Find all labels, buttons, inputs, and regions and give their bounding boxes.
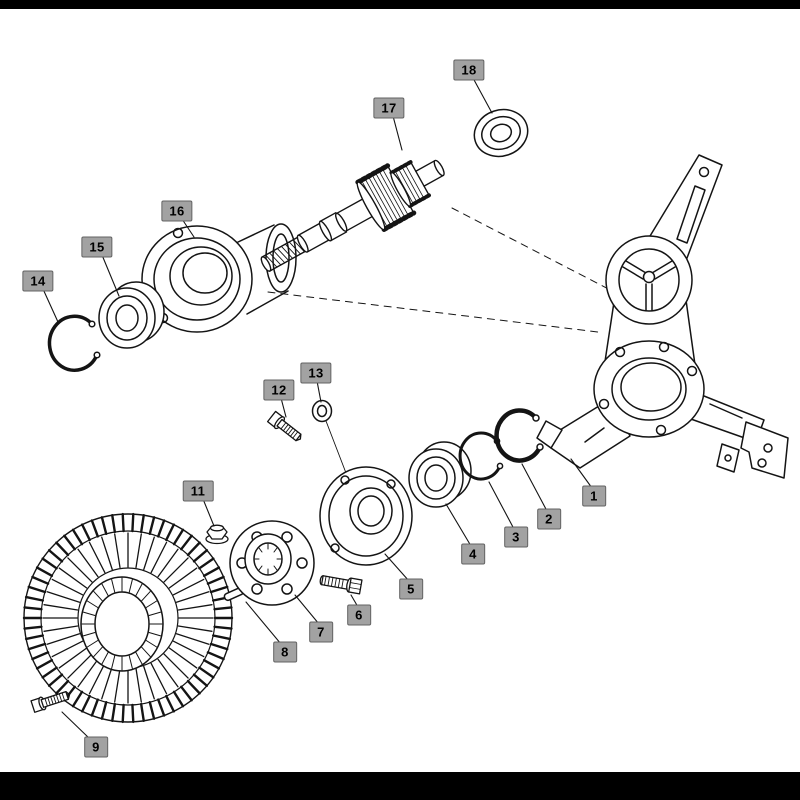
part-label-1: 1	[582, 485, 606, 507]
leader-line-7	[294, 594, 320, 625]
part-label-2: 2	[537, 508, 561, 530]
part-label-13: 13	[300, 362, 332, 384]
snap-ring-part-2	[494, 408, 544, 463]
gear-spokes	[42, 532, 214, 704]
nut-part-11	[205, 524, 229, 545]
gear-shaft-part-17	[260, 159, 445, 272]
leader-line-18	[472, 77, 493, 114]
snap-ring-part-14	[47, 314, 101, 373]
leader-line-17	[392, 115, 403, 151]
leader-line-2	[521, 463, 548, 512]
housing-part-16	[141, 223, 297, 333]
leader-lines	[42, 77, 593, 740]
leader-line-13	[316, 380, 322, 403]
part-label-7: 7	[309, 621, 333, 643]
projection-dashed-lines	[267, 207, 623, 333]
part-label-8: 8	[273, 641, 297, 663]
leader-line-11	[202, 498, 215, 527]
bolt-part-9	[30, 690, 71, 713]
part-label-14: 14	[22, 270, 54, 292]
part-label-6: 6	[347, 604, 371, 626]
leader-line-9	[61, 711, 91, 740]
spline-hatch	[265, 239, 305, 268]
leader-line-8	[245, 601, 282, 645]
leader-line-14	[42, 288, 59, 323]
bearing-part-18	[473, 108, 529, 158]
washer-part-13	[311, 399, 352, 487]
part-label-18: 18	[453, 59, 485, 81]
part-label-5: 5	[399, 578, 423, 600]
leader-line-15	[101, 254, 120, 297]
part-label-11: 11	[182, 480, 214, 502]
part-label-3: 3	[504, 526, 528, 548]
part-label-17: 17	[373, 97, 405, 119]
part-label-16: 16	[161, 200, 193, 222]
hub-spline-ticks	[254, 543, 282, 575]
retainer-part-5	[319, 466, 413, 566]
part-label-12: 12	[263, 379, 295, 401]
leader-line-1	[570, 458, 593, 489]
gear-teeth	[22, 512, 234, 724]
bracket-part-1	[536, 154, 789, 479]
leader-line-3	[488, 481, 515, 530]
bolt-part-6	[319, 575, 363, 595]
ring-gear-part-9	[22, 512, 234, 724]
bolt-part-12	[266, 410, 302, 442]
part-label-9: 9	[84, 736, 108, 758]
hub-shading	[81, 577, 163, 671]
bottom-black-bar	[0, 772, 800, 800]
bearing-part-4	[408, 441, 472, 508]
top-black-bar	[0, 0, 800, 9]
bearing-part-15	[98, 281, 165, 349]
hub-part-7	[229, 520, 315, 606]
leader-line-4	[445, 503, 472, 547]
part-label-4: 4	[461, 543, 485, 565]
leader-line-5	[384, 553, 410, 582]
leader-line-16	[181, 218, 195, 238]
part-label-15: 15	[81, 236, 113, 258]
leader-line-12	[280, 397, 287, 418]
